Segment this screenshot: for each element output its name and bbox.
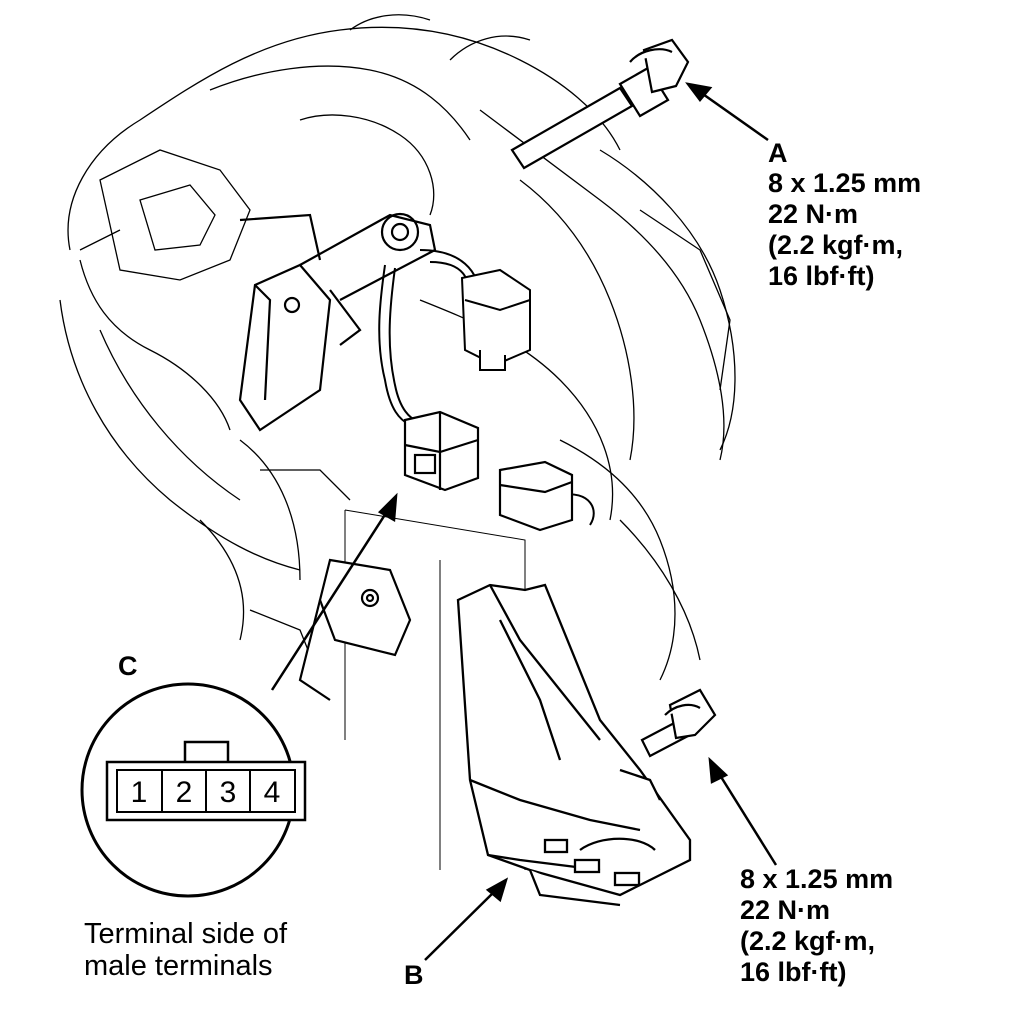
leader-arrows <box>270 82 778 961</box>
callout-a-size: 8 x 1.25 mm <box>768 168 922 198</box>
caption-line-2: male terminals <box>84 950 273 982</box>
bolt2-torque-lbf: 16 lbf·ft) <box>740 957 847 987</box>
bracket-icon <box>456 583 692 907</box>
callout-c-letter: C <box>118 651 138 681</box>
callout-a-letter: A <box>768 138 788 168</box>
bolt2-torque-kgf: (2.2 kgf·m, <box>740 926 876 956</box>
bolt-icon <box>510 38 690 170</box>
callout-a-torque-kgf: (2.2 kgf·m, <box>768 230 904 260</box>
callout-b-letter: B <box>404 960 424 990</box>
pin-1: 1 <box>131 776 148 809</box>
callout-a-spec: 8 x 1.25 mm 22 N·m (2.2 kgf·m, 16 lbf·ft… <box>768 168 921 292</box>
caption-line-1: Terminal side of <box>84 918 288 950</box>
mount-bracket <box>238 212 437 432</box>
upper-connector <box>460 268 531 371</box>
pin-2: 2 <box>176 776 193 809</box>
connector-icon <box>403 410 480 492</box>
engine-background-outline <box>59 14 736 681</box>
mating-connector <box>498 460 574 532</box>
pin-3: 3 <box>220 776 237 809</box>
pin-4: 4 <box>264 776 281 809</box>
callout-a-torque-nm: 22 N·m <box>768 199 859 229</box>
connector-caption: Terminal side of male terminals <box>84 918 287 982</box>
wire-harness <box>378 249 595 526</box>
bolt2-torque-nm: 22 N·m <box>740 895 831 925</box>
callout-a-torque-lbf: 16 lbf·ft) <box>768 261 875 291</box>
side-bracket <box>298 558 412 701</box>
connector-detail: 1 2 3 4 <box>80 682 307 898</box>
bolt2-spec: 8 x 1.25 mm 22 N·m (2.2 kgf·m, 16 lbf·ft… <box>740 864 893 988</box>
small-bolt-icon <box>640 688 717 758</box>
bolt2-size: 8 x 1.25 mm <box>740 864 894 894</box>
